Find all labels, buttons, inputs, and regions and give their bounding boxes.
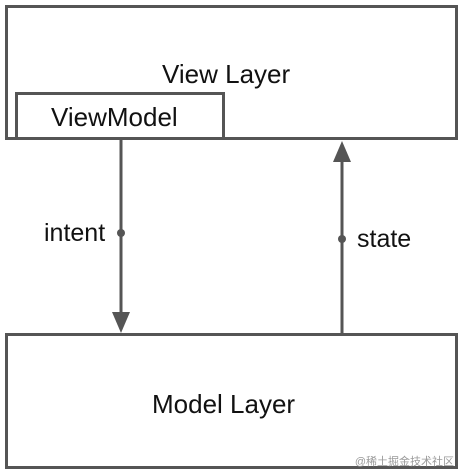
state-edge-label: state: [357, 225, 412, 253]
intent-arrow: [112, 140, 130, 333]
intent-connector-dot: [117, 229, 125, 237]
model-layer-box: [5, 333, 458, 469]
state-arrow: [333, 141, 351, 333]
viewmodel-box: [15, 92, 225, 140]
viewmodel-label: ViewModel: [51, 102, 178, 132]
intent-edge-label: intent: [44, 219, 106, 247]
state-connector-dot: [338, 235, 346, 243]
model-layer-label: Model Layer: [152, 389, 296, 419]
watermark: @稀土掘金技术社区: [354, 456, 454, 468]
view-layer-label: View Layer: [162, 59, 291, 89]
